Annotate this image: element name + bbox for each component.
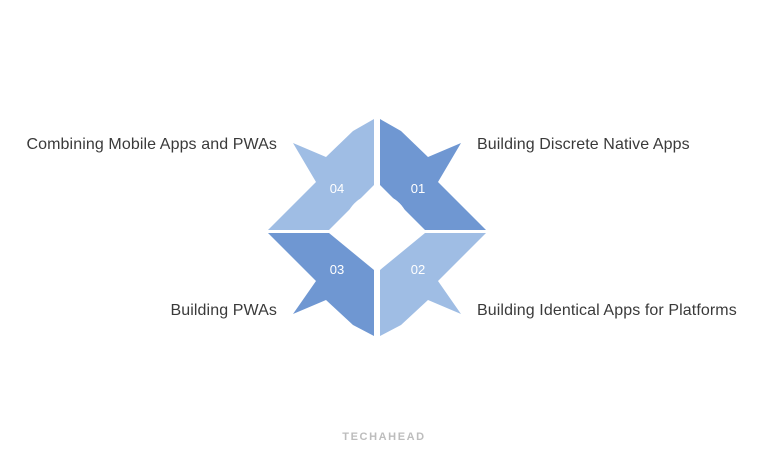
- step-label-03: Building PWAs: [170, 302, 277, 319]
- segment-01-shape: [380, 119, 486, 230]
- brand-logo: TECHAHEAD: [342, 431, 426, 443]
- step-number-03: 03: [330, 262, 344, 277]
- segment-02-shape: [380, 233, 486, 336]
- segment-04-shape: [268, 119, 374, 230]
- step-label-04: Combining Mobile Apps and PWAs: [26, 136, 277, 153]
- step-number-04: 04: [330, 181, 344, 196]
- segment-03-shape: [268, 233, 374, 336]
- step-number-01: 01: [411, 181, 425, 196]
- step-label-02: Building Identical Apps for Platforms: [477, 302, 737, 319]
- step-number-02: 02: [411, 262, 425, 277]
- step-label-01: Building Discrete Native Apps: [477, 136, 690, 153]
